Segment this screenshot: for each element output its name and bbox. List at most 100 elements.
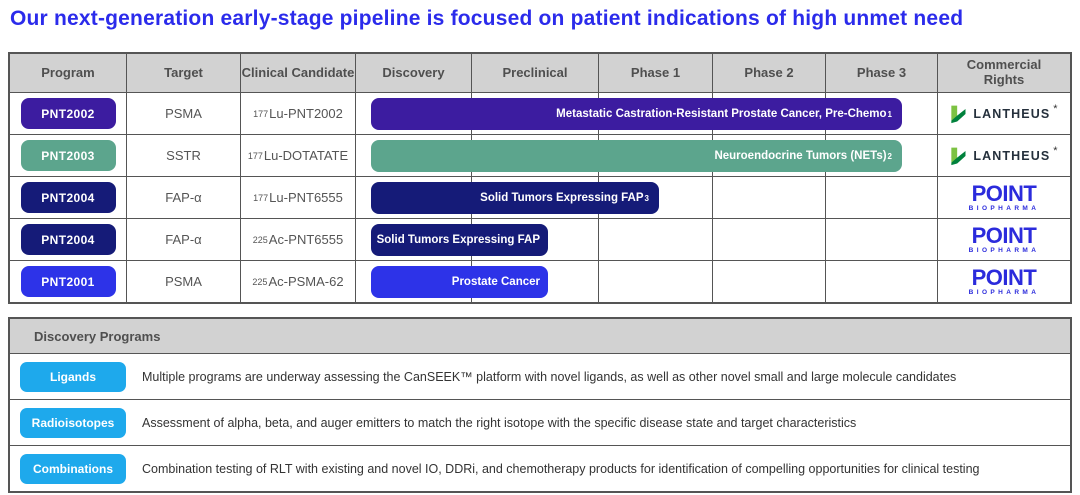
discovery-row-ligands: Ligands Multiple programs are underway a… xyxy=(10,353,1070,399)
target-cell: FAP-α xyxy=(126,177,240,218)
lantheus-logo: LANTHEUS * xyxy=(948,102,1059,124)
column-header-target: Target xyxy=(126,54,240,92)
commercial-rights-cell: POINT BIOPHARMA xyxy=(937,261,1070,302)
program-badge: PNT2002 xyxy=(20,98,116,129)
point-biopharma-logo: POINT BIOPHARMA xyxy=(968,264,1040,297)
candidate-name: Ac-PNT6555 xyxy=(268,232,344,247)
phase-cell-phase-3 xyxy=(825,177,937,218)
column-header-phase-3: Phase 3 xyxy=(825,54,937,92)
column-header-commercial-rights: Commercial Rights xyxy=(937,54,1070,92)
column-header-program: Program xyxy=(41,64,95,80)
column-header-preclinical: Preclinical xyxy=(471,54,598,92)
footnote-superscript: 3 xyxy=(644,193,649,203)
pipeline-table-header: Program Target Clinical Candidate Discov… xyxy=(10,54,1070,92)
phase-cell-discovery xyxy=(355,261,471,302)
column-header-discovery: Discovery xyxy=(355,54,471,92)
phase-cell-phase-2 xyxy=(712,261,825,302)
lantheus-wordmark: LANTHEUS xyxy=(973,106,1051,121)
point-biopharma-logo: POINT BIOPHARMA xyxy=(968,222,1040,255)
isotope-superscript: 225 xyxy=(252,276,268,287)
bar-label: Neuroendocrine Tumors (NETs) xyxy=(714,150,887,162)
point-biopharma-subtext: BIOPHARMA xyxy=(968,246,1040,254)
program-badge: PNT2001 xyxy=(20,266,116,297)
radioisotopes-description: Assessment of alpha, beta, and auger emi… xyxy=(142,415,857,430)
lantheus-wordmark: LANTHEUS xyxy=(973,148,1051,163)
point-wordmark: POINT xyxy=(971,180,1037,206)
footnote-superscript: 1 xyxy=(887,109,892,119)
target-cell: SSTR xyxy=(126,135,240,176)
phase-cell-phase-3 xyxy=(825,261,937,302)
phase-cell-discovery xyxy=(355,93,471,134)
ligands-description: Multiple programs are underway assessing… xyxy=(142,369,957,384)
program-badge: PNT2004 xyxy=(20,182,116,213)
combinations-description: Combination testing of RLT with existing… xyxy=(142,461,980,476)
program-badge: PNT2004 xyxy=(20,224,116,255)
column-header-phase-2: Phase 2 xyxy=(712,54,825,92)
candidate-name: Ac-PSMA-62 xyxy=(268,274,344,289)
point-biopharma-subtext: BIOPHARMA xyxy=(968,204,1040,212)
combinations-badge: Combinations xyxy=(20,453,126,484)
point-biopharma-subtext: BIOPHARMA xyxy=(968,288,1040,296)
phase-cell-discovery xyxy=(355,219,471,260)
discovery-row-combinations: Combinations Combination testing of RLT … xyxy=(10,445,1070,491)
phase-cell-discovery xyxy=(355,177,471,218)
candidate-name: Lu-PNT2002 xyxy=(269,106,343,121)
lantheus-check-icon xyxy=(951,105,966,123)
column-header-clinical-candidate: Clinical Candidate xyxy=(240,54,355,92)
program-badge: PNT2003 xyxy=(20,140,116,171)
commercial-rights-cell: LANTHEUS * xyxy=(937,93,1070,134)
commercial-rights-cell: POINT BIOPHARMA xyxy=(937,219,1070,260)
isotope-superscript: 177 xyxy=(253,192,269,203)
commercial-rights-cell: LANTHEUS * xyxy=(937,135,1070,176)
candidate-name: Lu-PNT6555 xyxy=(269,190,343,205)
phase-cell-phase-1 xyxy=(598,261,712,302)
point-wordmark: POINT xyxy=(971,222,1037,248)
pipeline-bar-nets: Neuroendocrine Tumors (NETs)2 xyxy=(371,140,902,172)
asterisk-mark: * xyxy=(1053,102,1058,115)
phase-cell-phase-2 xyxy=(712,177,825,218)
discovery-row-radioisotopes: Radioisotopes Assessment of alpha, beta,… xyxy=(10,399,1070,445)
program-cell: PNT2001 xyxy=(10,261,126,302)
lantheus-check-icon xyxy=(951,147,966,165)
program-cell: PNT2002 xyxy=(10,93,126,134)
phase-cell-phase-1 xyxy=(598,219,712,260)
column-header-phase-1: Phase 1 xyxy=(598,54,712,92)
program-cell: PNT2004 xyxy=(10,219,126,260)
program-cell: PNT2003 xyxy=(10,135,126,176)
phase-cell-discovery xyxy=(355,135,471,176)
bar-label: Solid Tumors Expressing FAP xyxy=(480,192,644,204)
target-cell: PSMA xyxy=(126,93,240,134)
phase-cell-phase-3 xyxy=(825,219,937,260)
discovery-programs-header: Discovery Programs xyxy=(10,319,1070,353)
footnote-superscript: 2 xyxy=(887,151,892,161)
bar-label: Prostate Cancer xyxy=(451,276,540,288)
asterisk-mark: * xyxy=(1053,144,1058,157)
page-title: Our next-generation early-stage pipeline… xyxy=(10,7,964,30)
bar-label: Solid Tumors Expressing FAP xyxy=(376,234,540,246)
pipeline-bar-mcrpc: Metastatic Castration-Resistant Prostate… xyxy=(371,98,902,130)
discovery-programs-panel: Discovery Programs Ligands Multiple prog… xyxy=(8,317,1072,493)
bar-label: Metastatic Castration-Resistant Prostate… xyxy=(556,108,887,120)
lantheus-logo: LANTHEUS * xyxy=(948,144,1059,166)
target-cell: PSMA xyxy=(126,261,240,302)
candidate-name: Lu-DOTATATE xyxy=(263,148,349,163)
pipeline-bar-fap-ac: Solid Tumors Expressing FAP xyxy=(371,224,548,256)
isotope-superscript: 177 xyxy=(253,108,269,119)
program-cell: PNT2004 xyxy=(10,177,126,218)
point-wordmark: POINT xyxy=(971,264,1037,290)
radioisotopes-badge: Radioisotopes xyxy=(20,407,126,438)
commercial-rights-cell: POINT BIOPHARMA xyxy=(937,177,1070,218)
pipeline-table: Program Target Clinical Candidate Discov… xyxy=(8,52,1072,304)
point-biopharma-logo: POINT BIOPHARMA xyxy=(968,180,1040,213)
